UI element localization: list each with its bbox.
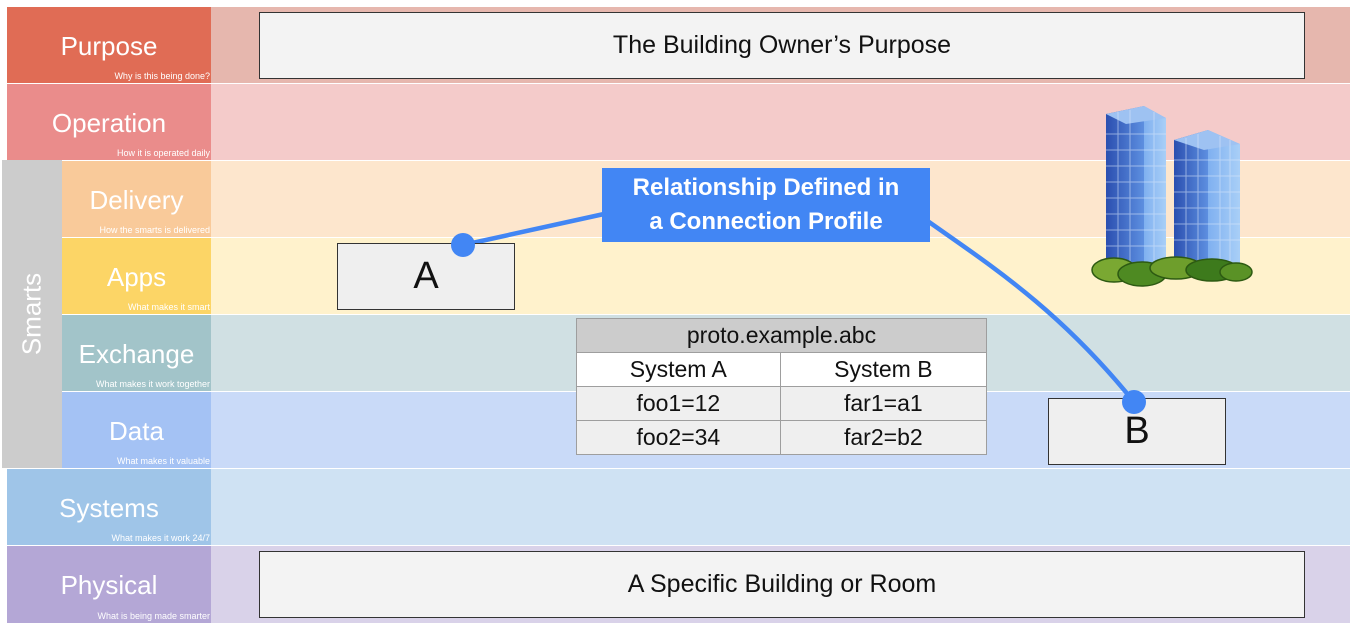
layer-label-operation: Operation How it is operated daily: [7, 84, 211, 160]
node-a-box: A: [337, 243, 515, 310]
mapping-cell: far1=a1: [779, 386, 988, 421]
layer-title-delivery: Delivery: [89, 185, 184, 215]
layer-desc-apps: What makes it smart: [127, 302, 210, 312]
layer-title-exchange: Exchange: [78, 339, 195, 369]
callout-line-1: Relationship Defined in: [632, 174, 900, 201]
physical-box: A Specific Building or Room: [259, 551, 1305, 618]
layer-title-operation: Operation: [51, 108, 167, 138]
layer-label-purpose: Purpose Why is this being done?: [7, 7, 211, 83]
connector-callout-to-b: [926, 219, 1137, 405]
mapping-cell: foo1=12: [576, 386, 781, 421]
mapping-header-system-a: System A: [576, 352, 781, 387]
connector-a-to-callout: [460, 211, 607, 248]
layer-desc-delivery: How the smarts is delivered: [99, 225, 210, 235]
layer-title-physical: Physical: [60, 570, 158, 600]
mapping-header-system-b: System B: [779, 352, 988, 387]
layer-label-delivery: Delivery How the smarts is delivered: [62, 161, 211, 237]
layer-title-purpose: Purpose: [60, 31, 158, 61]
layer-desc-exchange: What makes it work together: [95, 379, 210, 389]
layer-title-apps: Apps: [106, 262, 167, 292]
mapping-cell: far2=b2: [779, 420, 988, 455]
layer-label-physical: Physical What is being made smarter: [7, 546, 211, 623]
connector-dot-a: [451, 233, 475, 257]
layer-title-systems: Systems: [59, 493, 159, 523]
layer-label-systems: Systems What makes it work 24/7: [7, 469, 211, 545]
table-row: foo1=12 far1=a1: [576, 386, 988, 421]
connection-profile-callout: Relationship Defined in a Connection Pro…: [602, 168, 930, 242]
smarts-group-label: Smarts: [2, 160, 62, 468]
purpose-box: The Building Owner’s Purpose: [259, 12, 1305, 79]
layer-label-apps: Apps What makes it smart: [62, 238, 211, 314]
table-row: foo2=34 far2=b2: [576, 420, 988, 455]
layer-desc-systems: What makes it work 24/7: [111, 533, 210, 543]
layer-desc-data: What makes it valuable: [116, 456, 210, 466]
connector-dot-b: [1122, 390, 1146, 414]
office-buildings-icon: [1091, 106, 1253, 287]
layer-desc-purpose: Why is this being done?: [114, 71, 210, 81]
mapping-cell: foo2=34: [576, 420, 781, 455]
layer-title-data: Data: [109, 416, 164, 446]
layer-label-exchange: Exchange What makes it work together: [62, 315, 211, 391]
mapping-table-title: proto.example.abc: [576, 318, 987, 353]
layer-desc-physical: What is being made smarter: [97, 611, 210, 621]
layer-desc-operation: How it is operated daily: [116, 148, 210, 158]
mapping-table: proto.example.abc System A System B foo1…: [576, 318, 988, 455]
callout-line-2: a Connection Profile: [649, 208, 883, 235]
band-systems: [211, 469, 1350, 545]
layer-label-data: Data What makes it valuable: [62, 392, 211, 468]
